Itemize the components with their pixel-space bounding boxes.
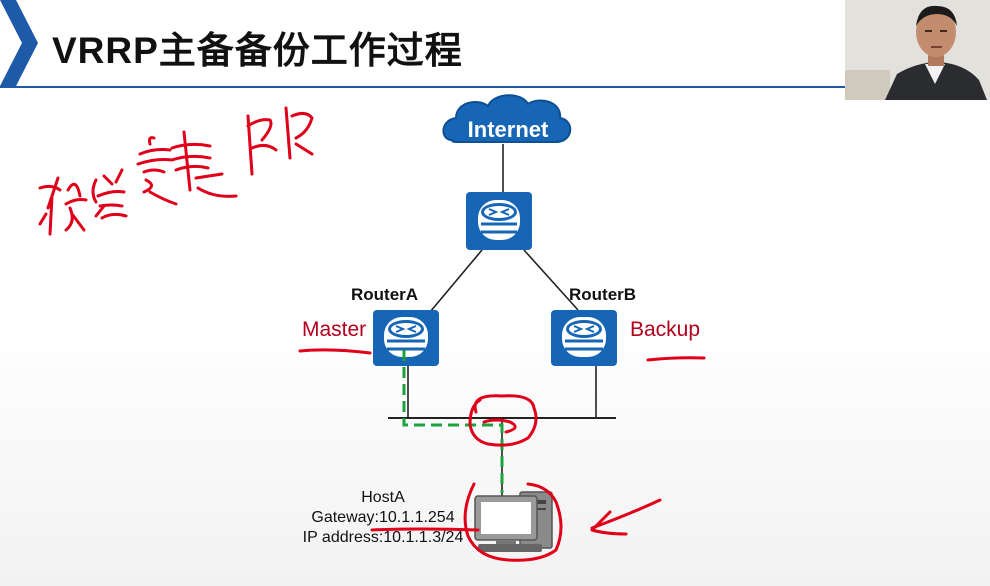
internet-cloud-icon [442, 94, 572, 143]
arrow-annotation [590, 498, 662, 536]
gateway-underline-annotation [370, 527, 480, 532]
internet-label: Internet [467, 117, 549, 142]
vrrp-diagram: Internet RouterA RouterB Master Backup H… [0, 88, 990, 586]
junction-circle-annotation [468, 394, 538, 447]
backup-underline-annotation [646, 356, 706, 362]
presenter-image [845, 0, 990, 100]
handwritten-annotation-top-left [38, 106, 314, 236]
router-a-icon [373, 310, 439, 366]
core-routera-link [429, 249, 483, 313]
host-name: HostA [361, 489, 405, 506]
host-gateway: Gateway:10.1.1.254 [311, 509, 455, 526]
router-b-role: Backup [630, 318, 701, 341]
core-routerb-link [523, 249, 579, 311]
diagram-canvas [38, 94, 706, 562]
slide-header: VRRP主备备份工作过程 [0, 0, 990, 88]
host-ip-address: IP address:10.1.1.3/24 [302, 529, 464, 546]
header-rule [0, 86, 845, 88]
master-underline-annotation [298, 348, 372, 355]
router-b-name: RouterB [569, 285, 637, 304]
slide-title: VRRP主备备份工作过程 [52, 30, 463, 71]
router-a-name: RouterA [351, 285, 419, 304]
title-chevron-icon [0, 0, 38, 86]
host-circle-annotation [463, 482, 563, 562]
presenter-webcam [845, 0, 990, 100]
core-router-icon [466, 192, 532, 250]
router-b-icon [551, 310, 617, 366]
forwarding-path [402, 350, 504, 493]
router-a-role: Master [302, 318, 367, 341]
host-computer-icon [474, 491, 553, 552]
